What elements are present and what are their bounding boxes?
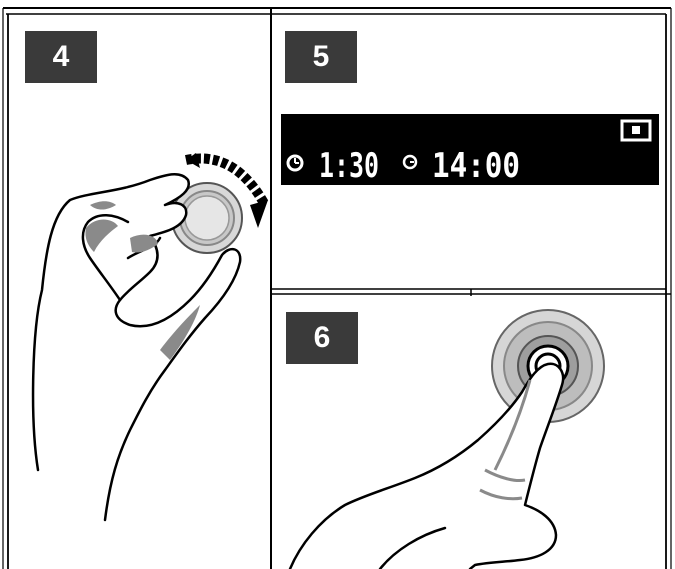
duration-value: 1:30 [319, 146, 379, 185]
finger-pressing-knob-illustration [272, 296, 666, 569]
step-6-panel: 6 [272, 296, 666, 569]
step-4-panel: 4 [9, 15, 271, 569]
step-5-badge: 5 [285, 31, 357, 83]
finger-icon [290, 364, 563, 569]
end-time-clock-icon [404, 156, 416, 168]
oven-display: 1:30 14:00 [281, 114, 659, 185]
duration-clock-icon [288, 156, 302, 170]
end-time-value: 14:00 [432, 146, 520, 185]
square-indicator-icon [622, 121, 650, 140]
hand-turning-knob-illustration [9, 15, 271, 569]
